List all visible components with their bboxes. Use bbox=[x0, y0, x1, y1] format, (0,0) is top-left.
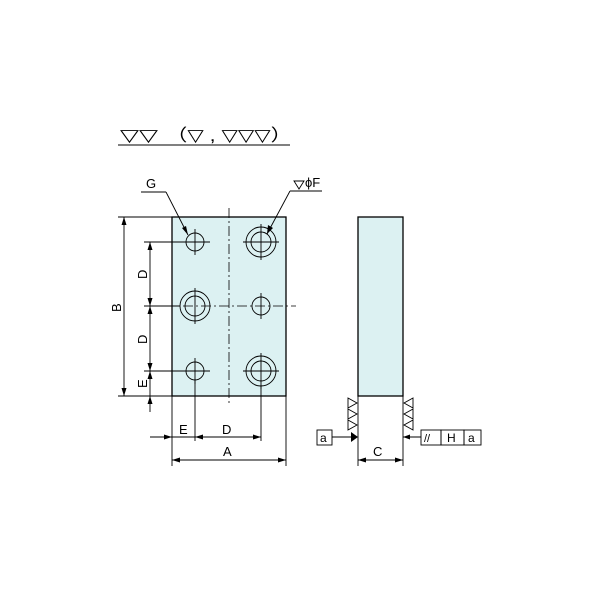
surface-finish-note: ▽▽ （▽ , ▽▽▽） bbox=[118, 126, 292, 146]
tolerance-datum: a bbox=[468, 431, 475, 445]
tolerance-frame: // H a bbox=[403, 429, 482, 446]
datum-a: a bbox=[316, 429, 358, 446]
finish-alternative-symbols: （▽ , ▽▽▽） bbox=[166, 126, 292, 145]
side-finish-right bbox=[402, 396, 414, 466]
dimension-a: A bbox=[172, 396, 287, 466]
leader-g: G bbox=[141, 176, 189, 236]
datum-triangle bbox=[351, 432, 358, 442]
tolerance-symbol: // bbox=[424, 433, 431, 445]
hole-f-bottom bbox=[243, 353, 279, 389]
side-view-plate bbox=[357, 216, 404, 397]
label-e-vertical: E bbox=[135, 379, 150, 388]
label-d-vertical-bottom: D bbox=[135, 335, 150, 344]
label-d-horizontal: D bbox=[222, 422, 231, 437]
label-c: C bbox=[373, 444, 382, 459]
hole-g-middle bbox=[251, 293, 271, 319]
dimension-d-e-vertical: D D E bbox=[135, 241, 185, 412]
datum-a-label: a bbox=[320, 431, 327, 445]
hole-f-top bbox=[243, 224, 279, 260]
tolerance-value: H bbox=[447, 431, 456, 445]
label-e-horizontal: E bbox=[179, 422, 188, 437]
dimension-c: C bbox=[358, 444, 403, 463]
label-phi-f: ϕF bbox=[305, 175, 320, 190]
leader-phi-f: ϕF bbox=[266, 175, 322, 235]
front-view-centerlines bbox=[165, 208, 296, 404]
label-a: A bbox=[223, 444, 232, 459]
label-b: B bbox=[109, 303, 124, 312]
label-g: G bbox=[146, 176, 156, 191]
side-finish-left bbox=[347, 396, 359, 466]
dimension-b: B bbox=[109, 216, 172, 397]
finish-mark-f bbox=[293, 180, 305, 190]
label-d-vertical-top: D bbox=[135, 270, 150, 279]
finish-primary-symbol: ▽▽ bbox=[120, 126, 159, 145]
dimension-e-d-horizontal: E D bbox=[150, 380, 262, 466]
